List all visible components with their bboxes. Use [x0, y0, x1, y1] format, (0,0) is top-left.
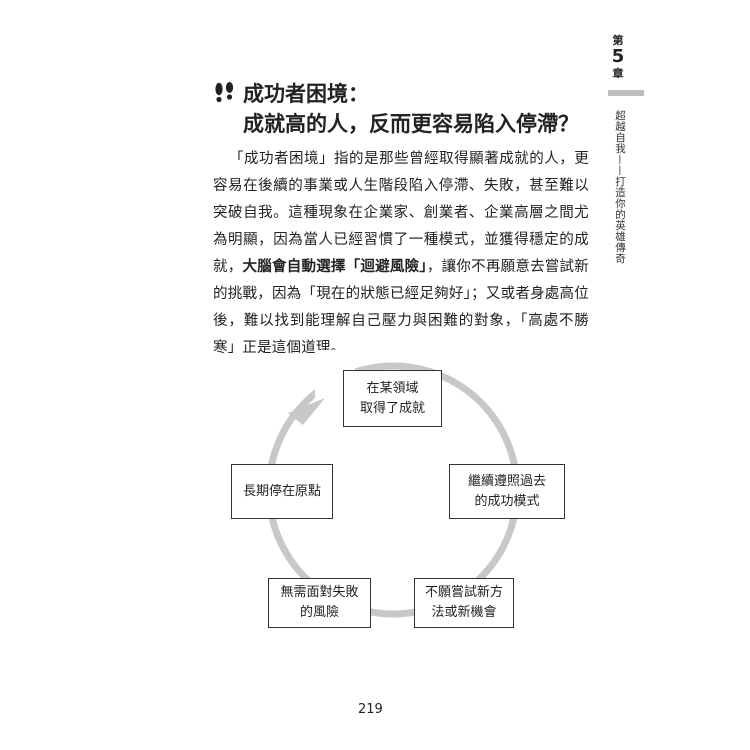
paragraph-part-1: 「成功者困境」指的是那些曾經取得顯著成就的人，更容易在後續的事業或人生階段陷入停…: [213, 151, 589, 275]
body-paragraph: 「成功者困境」指的是那些曾經取得顯著成就的人，更容易在後續的事業或人生階段陷入停…: [213, 146, 589, 362]
cycle-step-refuse-new-methods: 不願嘗試新方法或新機會: [414, 578, 514, 628]
footprints-icon: [215, 82, 234, 103]
paragraph-part-2: ，讓你不再願意去嘗試新的挑戰，因為「現在的狀態已經足夠好」；又或者身處高位後，難…: [213, 259, 589, 356]
cycle-step-follow-old-pattern: 繼續遵照過去的成功模式: [449, 464, 565, 519]
cycle-step-stagnate: 長期停在原點: [231, 464, 333, 519]
cycle-step-achieve-success: 在某領域取得了成就: [343, 370, 442, 427]
chapter-prefix: 第: [612, 34, 624, 47]
paragraph-bold: 大腦會自動選擇「迴避風險」: [242, 259, 427, 275]
heading-line-2: 成就高的人，反而更容易陷入停滯？: [243, 112, 579, 136]
chapter-tab: 第 5 章: [606, 34, 630, 80]
page-number: 219: [358, 702, 383, 717]
heading-line-1: 成功者困境：: [243, 82, 369, 106]
chapter-suffix: 章: [612, 67, 624, 80]
running-side-title: 超越自我——打造你的英雄傳奇: [614, 110, 626, 264]
cycle-arrow-head: [288, 398, 325, 425]
cycle-step-no-failure-risk: 無需面對失敗的風險: [268, 578, 371, 628]
chapter-tab-bar: [608, 90, 644, 96]
chapter-number: 5: [611, 46, 625, 67]
